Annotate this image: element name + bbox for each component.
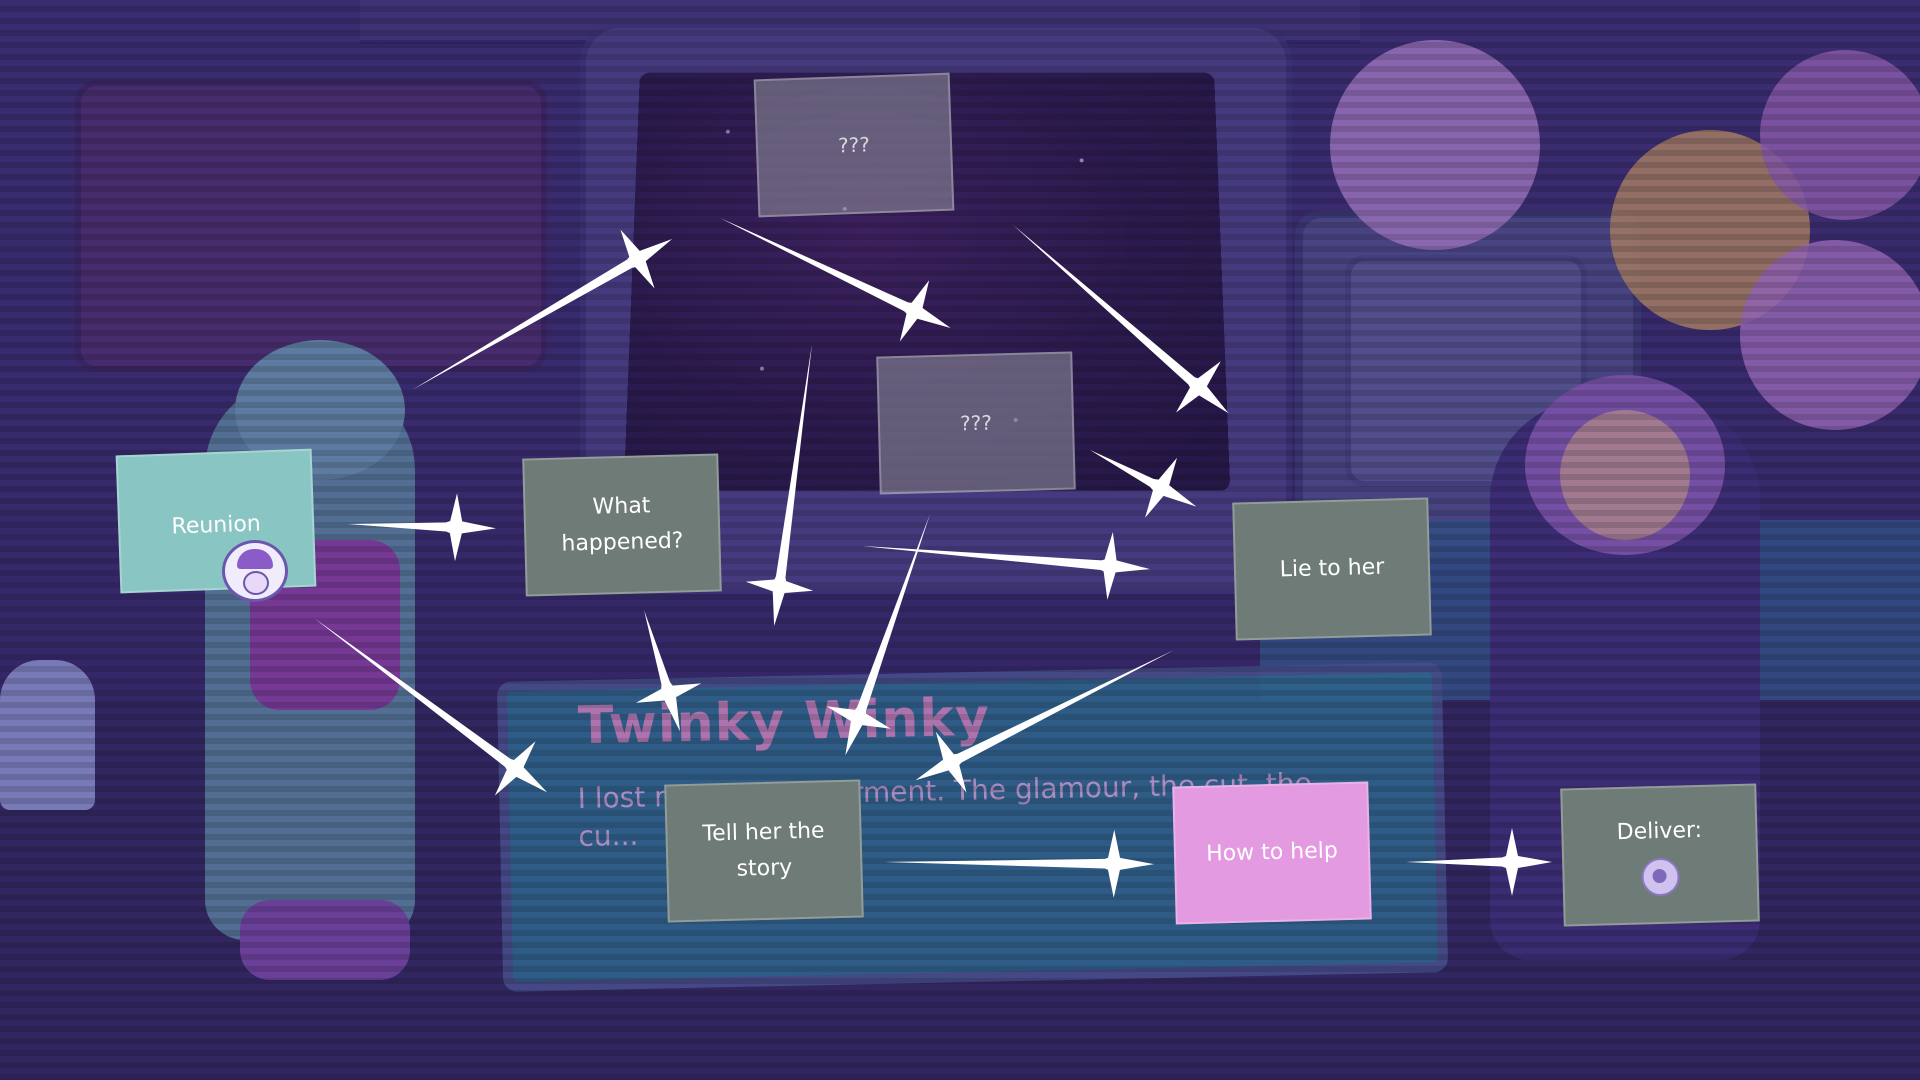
choice-card-deliver[interactable]: Deliver: — [1560, 783, 1760, 927]
robot-figure — [0, 660, 95, 810]
choice-card-how-to-help[interactable]: How to help — [1172, 781, 1372, 925]
alien-character-boots — [240, 900, 410, 980]
choice-card-tell-her-the-story[interactable]: Tell her the story — [664, 779, 864, 923]
choice-card-label: How to help — [1205, 838, 1339, 867]
choice-card-what-happened[interactable]: What happened? — [522, 453, 722, 597]
capsule-ball — [1740, 240, 1920, 430]
character-token-icon — [222, 540, 288, 602]
capsule-ball — [1330, 40, 1540, 250]
choice-card-label: Deliver: — [1616, 817, 1703, 846]
choice-card-label: Lie to her — [1279, 554, 1385, 583]
choice-card-locked-top[interactable]: ??? — [753, 72, 955, 218]
tool-wall-panel — [75, 80, 547, 372]
choice-card-label: ??? — [837, 132, 871, 158]
dialogue-speaker-name: Twinky Winky — [577, 687, 991, 757]
star — [725, 129, 730, 134]
delivery-item-icon — [1641, 857, 1681, 897]
star — [1079, 158, 1084, 163]
choice-card-label: What happened? — [561, 493, 684, 557]
choice-card-label: Tell her the story — [702, 818, 825, 882]
connector-sparkle-head — [434, 493, 496, 562]
choice-card-label: ??? — [959, 410, 993, 436]
choice-card-locked-middle[interactable]: ??? — [876, 351, 1076, 495]
capsule-ball — [1760, 50, 1920, 220]
deliver-content: Deliver: — [1616, 813, 1703, 897]
star — [759, 366, 765, 371]
mechanic-character-face — [1560, 410, 1690, 540]
choice-card-lie-to-her[interactable]: Lie to her — [1232, 497, 1432, 641]
